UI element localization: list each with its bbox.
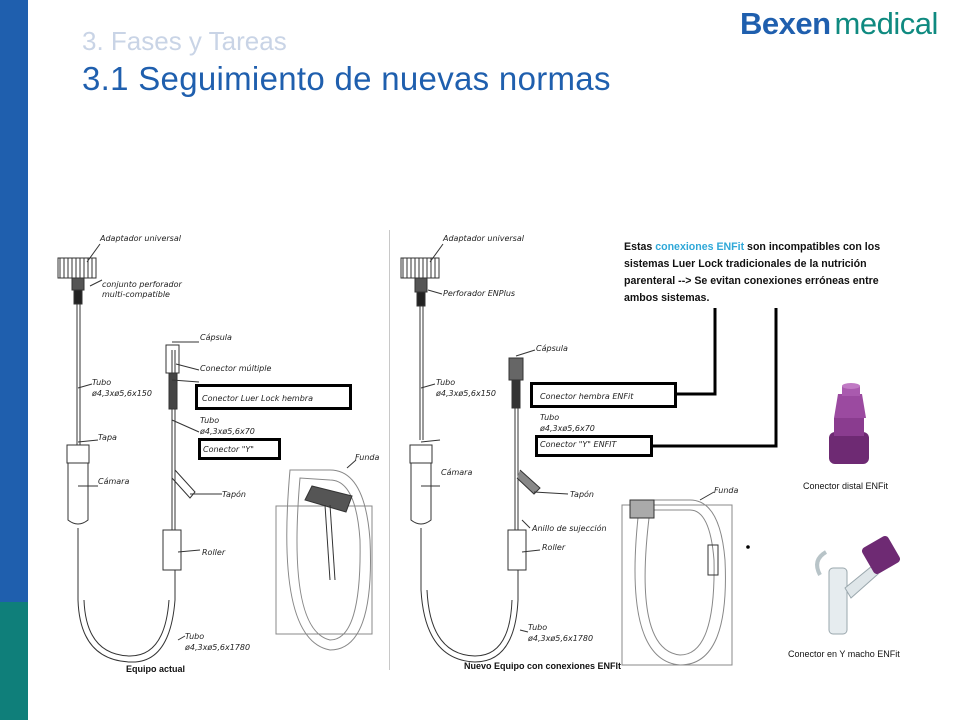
- left-caption: Equipo actual: [126, 664, 186, 674]
- left-label-adapter: Adaptador universal: [100, 234, 181, 243]
- right-label-sheath: Funda: [714, 486, 739, 495]
- right-lid-drawing: [409, 444, 433, 464]
- left-label-tube-c: Tubo: [185, 632, 205, 641]
- right-roller-drawing: [507, 529, 527, 571]
- note-leader-hembra: [677, 308, 717, 396]
- left-lid-drawing: [66, 444, 90, 464]
- right-label-ring: Anillo de sujección: [532, 524, 607, 533]
- enfit-distal-connector-photo: [829, 383, 869, 464]
- right-label-cap: Tapón: [570, 490, 594, 499]
- enfit-y-connector-photo: [746, 535, 901, 635]
- sidebar-accent-blue: [0, 0, 28, 602]
- left-label-tube-a-dim: ø4,3xø5,6x150: [92, 389, 152, 398]
- enfit-female-highlight-box: [530, 382, 677, 408]
- left-label-sheath: Funda: [355, 453, 380, 462]
- y-connector-highlight-box: [198, 438, 281, 460]
- left-label-tube-c-dim: ø4,3xø5,6x1780: [185, 643, 251, 652]
- right-label-tube-b: Tubo: [540, 413, 560, 422]
- new-equipment-panel: [398, 230, 744, 670]
- left-label-tube-b: Tubo: [200, 416, 220, 425]
- left-label-lid: Tapa: [98, 433, 117, 442]
- left-sheath-drawing: [275, 505, 373, 635]
- note-highlight: conexiones ENFit: [655, 241, 745, 253]
- left-label-cap: Tapón: [222, 490, 246, 499]
- right-caption: Nuevo Equipo con conexiones ENFIt: [464, 661, 622, 671]
- enfit-y-highlight-box: [535, 435, 653, 457]
- right-label-perforator: Perforador ENPlus: [443, 289, 516, 298]
- right-label-tube-a: Tubo: [436, 378, 456, 387]
- logo-word-bexen: Bexen: [740, 6, 831, 41]
- left-label-luer-lock: Conector Luer Lock hembra: [202, 394, 313, 403]
- left-label-chamber: Cámara: [98, 477, 130, 486]
- right-label-tube-a-dim: ø4,3xø5,6x150: [436, 389, 496, 398]
- right-label-chamber: Cámara: [441, 468, 473, 477]
- right-label-capsule: Cápsula: [536, 344, 568, 353]
- left-label-roller: Roller: [202, 548, 226, 557]
- right-label-tube-c: Tubo: [528, 623, 548, 632]
- left-label-capsule: Cápsula: [200, 333, 232, 342]
- right-label-roller: Roller: [542, 543, 566, 552]
- luer-lock-highlight-box: [195, 384, 352, 410]
- logo-word-medical: medical: [834, 6, 939, 41]
- right-label-enfit-female: Conector hembra ENFit: [540, 392, 634, 401]
- left-label-perforator-1: conjunto perforador: [102, 280, 182, 289]
- y-connector-label: Conector en Y macho ENFit: [788, 649, 900, 659]
- left-label-tube-b-dim: ø4,3xø5,6x70: [200, 427, 255, 436]
- current-equipment-panel: [57, 230, 389, 667]
- left-label-y-connector: Conector "Y": [203, 445, 254, 454]
- left-roller-drawing: [162, 529, 182, 571]
- right-label-tube-c-dim: ø4,3xø5,6x1780: [528, 634, 594, 643]
- note-text-2: son incompatibles con los sistemas Luer …: [624, 241, 881, 304]
- note-text-1: Estas: [624, 241, 656, 253]
- left-label-tube-a: Tubo: [92, 378, 112, 387]
- left-label-perforator-2: multi-compatible: [102, 290, 170, 299]
- note-leader-y: [652, 308, 778, 448]
- enfit-note: Estas conexiones ENFit son incompatibles…: [624, 239, 894, 307]
- slide-title: 3.1 Seguimiento de nuevas normas: [82, 60, 611, 97]
- left-label-multi-connector: Conector múltiple: [200, 364, 272, 373]
- panel-divider: [389, 230, 390, 670]
- right-label-y-enfit: Conector "Y" ENFIT: [540, 440, 617, 449]
- distal-connector-label: Conector distal ENFit: [803, 481, 889, 491]
- section-label: 3. Fases y Tareas: [82, 26, 287, 56]
- right-label-adapter: Adaptador universal: [443, 234, 524, 243]
- sidebar-accent-teal: [0, 602, 28, 720]
- right-label-tube-b-dim: ø4,3xø5,6x70: [540, 424, 595, 433]
